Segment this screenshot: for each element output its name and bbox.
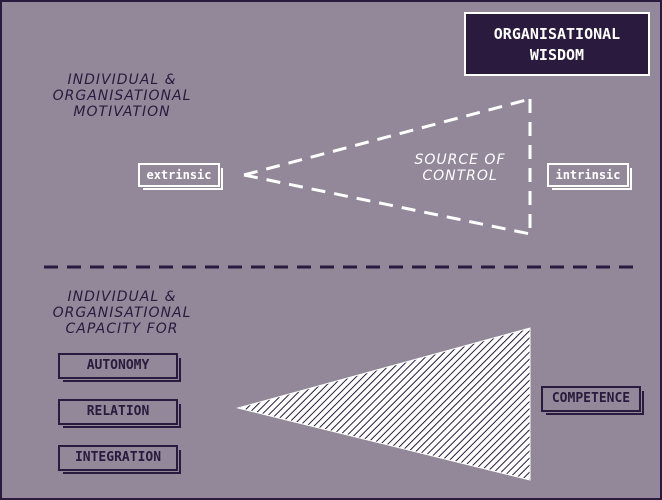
title-line-1: ORGANISATIONAL <box>493 25 621 43</box>
capacity-heading-line-1: INDIVIDUAL & <box>67 289 177 305</box>
motivation-heading-line-2: ORGANISATIONAL <box>52 88 192 104</box>
source-of-control-label: SOURCE OF CONTROL <box>400 152 520 184</box>
competence-triangle <box>236 327 531 481</box>
integration-label: INTEGRATION <box>58 445 181 474</box>
title-box: ORGANISATIONAL WISDOM <box>464 12 650 76</box>
capacity-heading: INDIVIDUAL & ORGANISATIONAL CAPACITY FOR <box>32 289 212 337</box>
intrinsic-label: intrinsic <box>547 163 632 190</box>
title-line-2: WISDOM <box>529 46 585 64</box>
relation-label: RELATION <box>58 399 181 428</box>
competence-label: COMPETENCE <box>541 386 644 415</box>
extrinsic-label: extrinsic <box>138 163 223 190</box>
triangle-lower-edge <box>243 173 531 236</box>
source-of-control-triangle <box>243 97 532 236</box>
motivation-heading-line-1: INDIVIDUAL & <box>67 72 177 88</box>
source-of-control-line-1: SOURCE OF <box>414 152 506 168</box>
triangle-upper-edge <box>243 97 531 177</box>
capacity-heading-line-2: ORGANISATIONAL <box>52 305 192 321</box>
autonomy-label: AUTONOMY <box>58 353 181 382</box>
source-of-control-line-2: CONTROL <box>422 168 498 184</box>
motivation-heading: INDIVIDUAL & ORGANISATIONAL MOTIVATION <box>32 72 212 120</box>
capacity-heading-line-3: CAPACITY FOR <box>65 321 179 337</box>
motivation-heading-line-3: MOTIVATION <box>73 104 171 120</box>
